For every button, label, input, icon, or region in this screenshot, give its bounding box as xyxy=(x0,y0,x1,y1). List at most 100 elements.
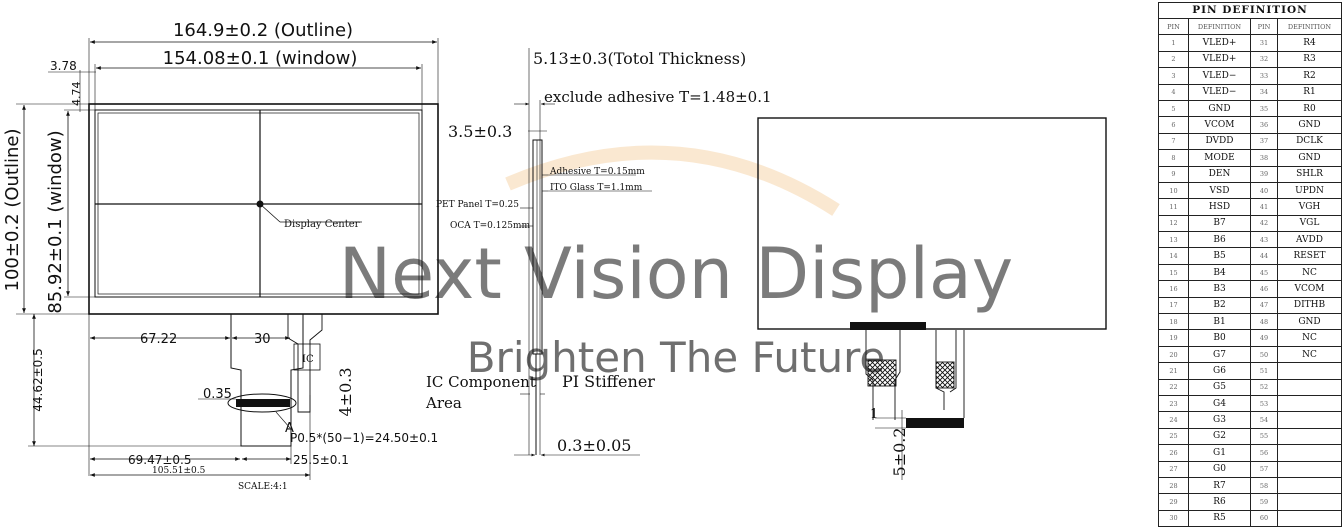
pin-definition-cell: AVDD xyxy=(1277,231,1342,249)
pin-definition-cell: VLED+ xyxy=(1188,50,1251,69)
watermark-swoosh xyxy=(505,145,840,216)
pitch-label: P0.5*(50−1)=24.50±0.1 xyxy=(290,431,438,445)
exclude-adhesive-label: exclude adhesive T=1.48±0.1 xyxy=(544,88,772,106)
pin-number-cell: 14 xyxy=(1158,247,1189,265)
pin-number-cell: 54 xyxy=(1250,411,1278,429)
pin-number-cell: 22 xyxy=(1158,378,1189,396)
dim-035-label: 0.35 xyxy=(203,387,232,402)
dim-6722-label: 67.22 xyxy=(140,332,177,347)
pin-definition-cell: VLED+ xyxy=(1188,34,1251,52)
pin-number-cell: 9 xyxy=(1158,165,1189,183)
pin-header: PIN xyxy=(1158,17,1189,36)
pin-definition-cell xyxy=(1277,411,1342,429)
dim-10551-label: 105.51±0.5 xyxy=(152,466,206,476)
pin-number-cell: 52 xyxy=(1250,378,1278,396)
back-view xyxy=(757,117,1107,480)
scale-label: SCALE:4:1 xyxy=(238,482,288,492)
pin-number-cell: 41 xyxy=(1250,198,1278,216)
pin-definition-cell: VCOM xyxy=(1277,280,1342,298)
pin-definition-cell: DVDD xyxy=(1188,132,1251,151)
pin-number-cell: 17 xyxy=(1158,296,1189,315)
pin-number-cell: 60 xyxy=(1250,509,1278,528)
pin-number-cell: 21 xyxy=(1158,362,1189,380)
center-leader xyxy=(259,203,281,223)
pin-number-cell: 37 xyxy=(1250,132,1278,151)
pin-number-cell: 15 xyxy=(1158,263,1189,282)
back-hatch-left xyxy=(867,359,897,387)
pin-number-cell: 46 xyxy=(1250,280,1278,298)
pin-definition-cell: VCOM xyxy=(1188,116,1251,134)
watermark: Next Vision Display Brighten The Future xyxy=(339,145,1013,382)
pin-definition-cell: G5 xyxy=(1188,378,1251,396)
pin-definition-cell: MODE xyxy=(1188,149,1251,167)
pin-definition-cell xyxy=(1277,444,1342,462)
pin-number-cell: 48 xyxy=(1250,313,1278,331)
pin-definition-table: PIN DEFINITION PIN DEFINITION PIN DEFINI… xyxy=(1158,2,1342,528)
pin-definition-cell: GND xyxy=(1277,313,1342,331)
pin-number-cell: 44 xyxy=(1250,247,1278,265)
pin-definition-cell: B0 xyxy=(1188,329,1251,347)
pin-definition-cell: G6 xyxy=(1188,362,1251,380)
pin-definition-cell xyxy=(1277,362,1342,380)
back-dim-5-label: 5±0.2 xyxy=(890,427,909,476)
ito-glass-label: ITO Glass T=1.1mm xyxy=(550,183,643,193)
pin-number-cell: 56 xyxy=(1250,444,1278,462)
pin-number-cell: 49 xyxy=(1250,329,1278,347)
pin-number-cell: 55 xyxy=(1250,427,1278,446)
pin-number-cell: 29 xyxy=(1158,493,1189,511)
outline-width-label: 164.9±0.2 (Outline) xyxy=(173,20,353,41)
pin-definition-cell: B6 xyxy=(1188,231,1251,249)
pin-definition-cell: R6 xyxy=(1188,493,1251,511)
pin-number-cell: 26 xyxy=(1158,444,1189,462)
side-view xyxy=(514,48,652,457)
dim-30-label: 30 xyxy=(254,332,271,347)
pin-definition-cell: R7 xyxy=(1188,476,1251,495)
pin-definition-cell: B7 xyxy=(1188,214,1251,233)
pin-definition-cell: B4 xyxy=(1188,263,1251,282)
dim-4-label: 4±0.3 xyxy=(336,367,355,416)
pin-definition-cell: GND xyxy=(1188,99,1251,118)
pin-definition-cell xyxy=(1277,394,1342,413)
pin-header: PIN xyxy=(1250,17,1278,36)
pin-definition-cell: HSD xyxy=(1188,198,1251,216)
oca-label: OCA T=0.125mm xyxy=(450,221,530,231)
pin-definition-cell: B1 xyxy=(1188,313,1251,331)
pin-definition-cell: DITHB xyxy=(1277,296,1342,315)
pin-definition-cell: G4 xyxy=(1188,394,1251,413)
pin-number-cell: 57 xyxy=(1250,460,1278,478)
pin-definition-cell: R5 xyxy=(1188,509,1251,528)
outline-height-label: 100±0.2 (Outline) xyxy=(2,129,23,292)
pin-number-cell: 24 xyxy=(1158,411,1189,429)
pin-definition-cell xyxy=(1277,493,1342,511)
pin-definition-cell: DEN xyxy=(1188,165,1251,183)
pin-number-cell: 30 xyxy=(1158,509,1189,528)
pin-definition-cell: G1 xyxy=(1188,444,1251,462)
pin-definition-cell: B2 xyxy=(1188,296,1251,315)
definition-header: DEFINITION xyxy=(1277,17,1342,36)
pin-number-cell: 13 xyxy=(1158,231,1189,249)
pin-number-cell: 28 xyxy=(1158,476,1189,495)
pin-number-cell: 58 xyxy=(1250,476,1278,495)
pin-number-cell: 23 xyxy=(1158,394,1189,413)
dim-4462-label: 44.62±0.5 xyxy=(31,348,45,412)
detail-a-label: A xyxy=(285,421,294,436)
pin-number-cell: 7 xyxy=(1158,132,1189,151)
back-dim-1-label: 1 xyxy=(870,407,878,422)
